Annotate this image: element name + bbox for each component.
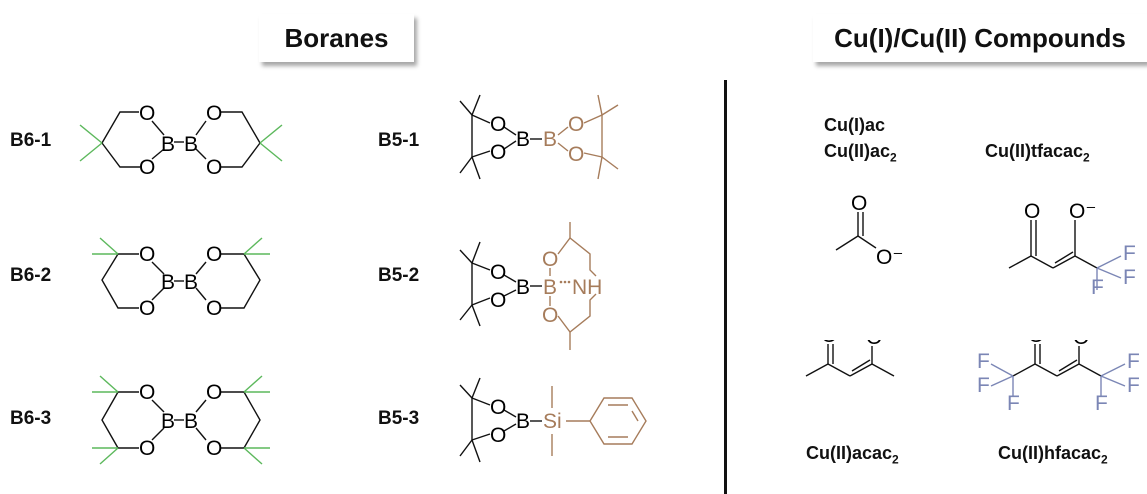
- atom-o-minus: O⁻: [866, 340, 893, 349]
- atom-o: O: [139, 297, 155, 320]
- atom-f: F: [1127, 350, 1140, 373]
- boranes-header: Boranes: [259, 14, 414, 62]
- atom-b: B: [543, 128, 557, 151]
- atom-f: F: [1095, 392, 1108, 415]
- structure-b6-2: O O B B O O: [92, 237, 270, 320]
- structure-tfacac: O O⁻ F F F: [1008, 200, 1136, 295]
- atom-o: O: [568, 143, 584, 166]
- atom-o: O: [206, 243, 222, 266]
- atom-b: B: [516, 276, 530, 299]
- label-b6-3: B6-3: [10, 408, 52, 429]
- atom-o: O: [490, 113, 506, 136]
- atom-o: O: [490, 289, 506, 312]
- atom-o: O: [206, 102, 222, 125]
- structure-acetate: O O⁻: [835, 192, 903, 269]
- label-cu-ii-hfacac2: Cu(II)hfacac2: [998, 443, 1108, 467]
- label-cu-i-ac: Cu(I)ac: [824, 115, 886, 135]
- atom-o: O: [139, 437, 155, 460]
- label-cu-ii-ac2: Cu(II)ac2: [824, 141, 897, 165]
- atom-b: B: [184, 271, 198, 294]
- atom-o: O: [1028, 340, 1044, 347]
- atom-b: B: [184, 410, 198, 433]
- atom-o: O: [139, 102, 155, 125]
- atom-o: O: [490, 424, 506, 447]
- atom-b: B: [543, 276, 557, 299]
- atom-o: O: [206, 381, 222, 404]
- atom-o-minus: O⁻: [876, 246, 903, 269]
- atom-nh: NH: [572, 276, 602, 299]
- atom-o: O: [542, 248, 558, 271]
- atom-f: F: [1123, 242, 1136, 265]
- atom-o: O: [490, 141, 506, 164]
- section-divider: [724, 80, 727, 494]
- atom-o: O: [206, 437, 222, 460]
- label-b5-1: B5-1: [378, 130, 420, 151]
- structure-b6-3: O O B B O O: [92, 375, 270, 465]
- atom-b: B: [161, 271, 175, 294]
- atom-f: F: [1127, 374, 1140, 397]
- atom-o: O: [139, 156, 155, 179]
- label-b5-3: B5-3: [378, 408, 420, 429]
- atom-o-minus: O⁻: [1073, 340, 1100, 349]
- atom-o: O: [851, 192, 867, 215]
- atom-o: O: [490, 396, 506, 419]
- label-b5-2: B5-2: [378, 265, 420, 286]
- copper-compounds-header: Cu(I)/Cu(II) Compounds: [813, 14, 1147, 62]
- label-cu-ii-acac2: Cu(II)acac2: [806, 443, 899, 467]
- structure-acac: O O⁻: [805, 340, 895, 377]
- label-b6-2: B6-2: [10, 265, 52, 286]
- atom-o: O: [139, 381, 155, 404]
- structure-hfacac: O O⁻ F F F F F F: [977, 340, 1140, 415]
- structure-b6-1: O O B B O O: [79, 102, 283, 179]
- atom-b: B: [516, 128, 530, 151]
- atom-f: F: [1123, 266, 1136, 289]
- structure-b5-2: O O B B O O NH: [459, 222, 602, 350]
- atom-o: O: [490, 261, 506, 284]
- atom-f: F: [1007, 392, 1020, 415]
- label-b6-1: B6-1: [10, 130, 52, 151]
- atom-b: B: [161, 133, 175, 156]
- atom-f: F: [1091, 276, 1104, 295]
- label-cu-ii-tfacac2: Cu(II)tfacac2: [985, 141, 1090, 165]
- atom-o-minus: O⁻: [1069, 200, 1096, 223]
- atom-b: B: [184, 133, 198, 156]
- atom-o: O: [206, 297, 222, 320]
- atom-f: F: [977, 350, 990, 373]
- atom-b: B: [161, 410, 175, 433]
- atom-o: O: [206, 156, 222, 179]
- structure-b5-1: O O B B O O: [459, 94, 619, 180]
- atom-si: Si: [543, 410, 562, 433]
- atom-o: O: [542, 304, 558, 327]
- atom-f: F: [977, 374, 990, 397]
- atom-b: B: [516, 410, 530, 433]
- atom-o: O: [139, 243, 155, 266]
- atom-o: O: [568, 113, 584, 136]
- structure-b5-3: O O B Si: [459, 377, 647, 463]
- atom-o: O: [1024, 200, 1040, 223]
- atom-o: O: [821, 340, 837, 347]
